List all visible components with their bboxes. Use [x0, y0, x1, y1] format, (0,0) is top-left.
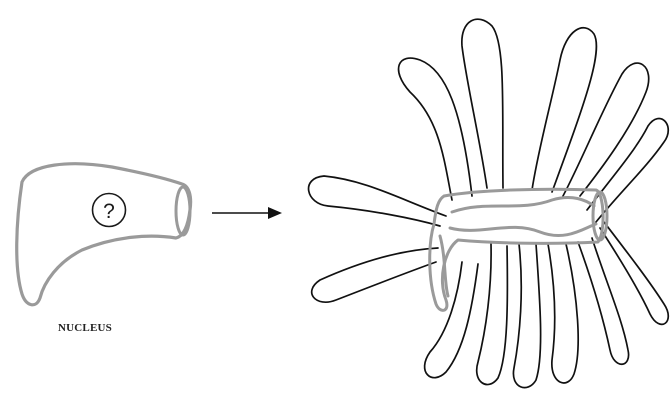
nucleus-label: NUCLEUS: [58, 322, 178, 334]
lower-loop-3: [513, 244, 540, 388]
decondensed-structure: [309, 19, 669, 387]
lower-loop-2: [477, 244, 508, 385]
axis-inner-strand-1: [452, 198, 594, 212]
condensed-structure: ?: [17, 164, 191, 305]
axis-inner-strand-2: [450, 224, 596, 236]
unknown-marker: ?: [103, 200, 115, 223]
transition-arrow: [212, 207, 282, 219]
arrow-head: [268, 207, 282, 219]
lower-loop-1: [425, 262, 478, 378]
left-loop-2: [312, 248, 438, 302]
tube-end-ellipse: [176, 187, 190, 235]
left-loop-1: [309, 176, 446, 226]
lower-loop-4: [548, 244, 578, 383]
upper-loop-1: [399, 58, 472, 200]
upper-loop-3: [532, 28, 596, 192]
lower-loop-6: [600, 222, 668, 324]
condensed-structure-outline: [17, 164, 191, 305]
axis-outline: [430, 189, 603, 310]
lower-loop-5: [578, 238, 629, 364]
